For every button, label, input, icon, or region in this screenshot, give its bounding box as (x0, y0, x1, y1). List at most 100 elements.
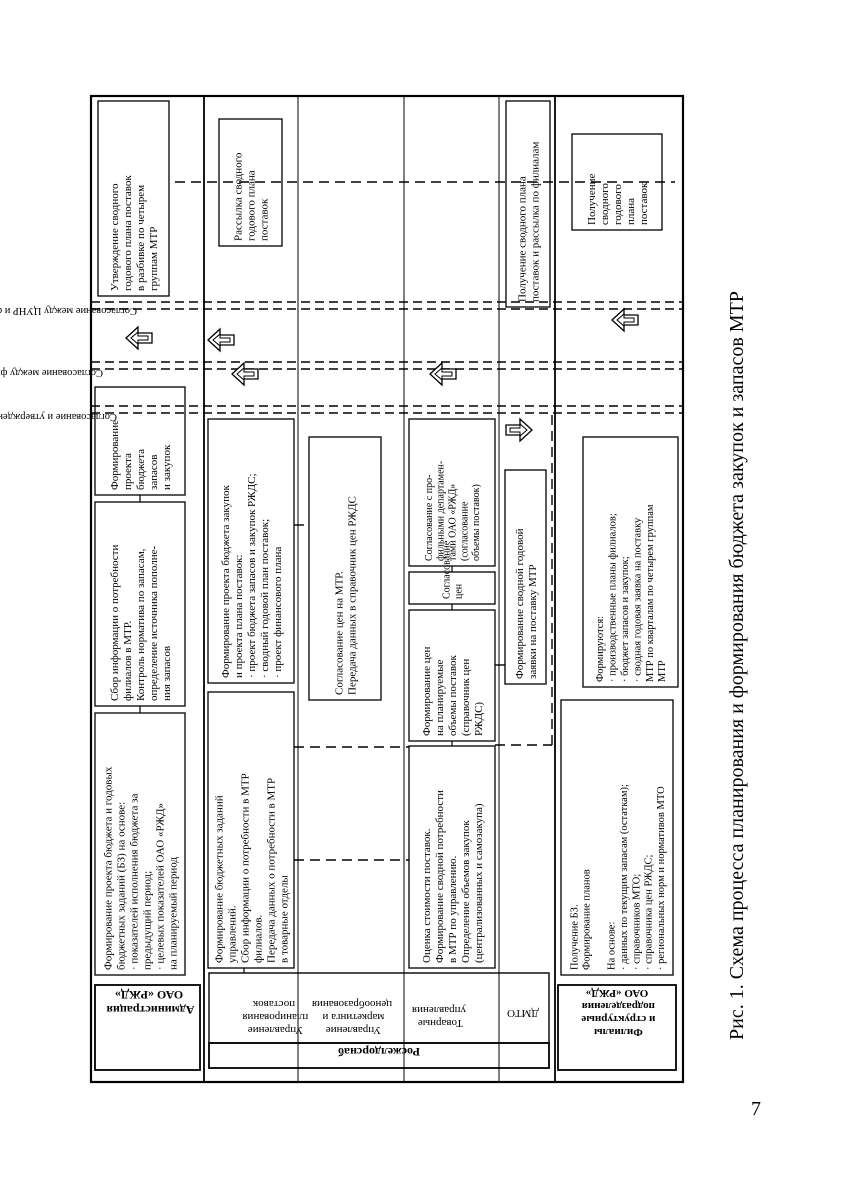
box-line: на планируемые (434, 660, 446, 736)
box-line: в разбивке по четырем (135, 185, 147, 291)
box-line: · справочника цен РЖДС; (644, 855, 655, 970)
lane-text: планирования (242, 1011, 308, 1023)
box-line: тами ОАО «РЖД» (448, 484, 459, 561)
fil-osnova-box (560, 699, 674, 976)
box-line: объемы поставок) (471, 484, 482, 561)
outer-frame (89, 94, 685, 1084)
box-line: Получение сводного плана (516, 176, 528, 302)
lane-text: и структурные (581, 1013, 655, 1025)
box-line: поставок и рассылка по филиалам (529, 142, 541, 302)
lane-upr-plan: Управление планирования поставок (240, 998, 309, 1036)
box-line: Формируются: (595, 616, 606, 682)
box-line: Определение объемов закупок (460, 820, 472, 963)
arrow-icon (505, 418, 533, 442)
box-line: Формирование цен (421, 647, 433, 736)
lane-text: Товарные (418, 1017, 463, 1029)
admin-label-box (94, 984, 201, 1071)
box-line: поставок (258, 198, 270, 241)
figure-caption: Рис. 1. Схема процесса планирования и фо… (726, 291, 756, 1060)
arrow-icon (125, 326, 153, 350)
box-line: · проект бюджета запасов и закупок РЖДС; (246, 473, 258, 678)
filialy-label-box (557, 984, 677, 1071)
box-line: поставок (638, 182, 650, 225)
box-line: и закупок (161, 444, 173, 490)
box-line: · сводная годовая заявка на поставку (632, 517, 643, 682)
box-line: МТР по кварталам по четырем группам (645, 504, 656, 682)
box-line: бюджета (135, 449, 147, 490)
dmto-form-box (504, 469, 547, 685)
box-line: филиалов в МТР. (122, 621, 134, 701)
arrow-icon (611, 308, 639, 332)
box-line: Оценка стоимости поставок. (421, 828, 433, 963)
box-line: · справочников МТО; (631, 874, 642, 970)
box-line: (централизованных и самозакупа) (473, 803, 485, 963)
box-line: · данных по текущим запасам (остаткам); (619, 784, 630, 970)
box-line: в МТР по управлению. (447, 855, 459, 963)
lane-text: управления (412, 1004, 466, 1016)
box-line: Согласование (442, 540, 453, 599)
box-line: Рассылка сводного (232, 152, 244, 241)
lane-admin-line: Администрация (106, 1003, 195, 1017)
caption-text: Рис. 1. Схема процесса планирования и фо… (726, 291, 748, 1040)
plan-proekt-box (207, 418, 295, 684)
arrow-icon (429, 362, 457, 386)
box-line: Согласование с про- (424, 475, 435, 561)
box-line: заявки на поставку МТР (527, 564, 539, 679)
box-line: · сводный годовой план поставок; (259, 519, 271, 678)
box-line: Передача данных в справочник цен РЖДС (346, 496, 358, 695)
box-line: годового плана поставок (122, 175, 134, 291)
lane-upr-mark: Управление маркетинга и ценообразования (312, 998, 392, 1036)
box-line: объемы поставок (447, 655, 459, 736)
box-line: фильными департамен- (436, 461, 447, 561)
lane-text: подразделения (582, 1000, 655, 1012)
lane-admin: Администрация ОАО «РЖД» (103, 988, 194, 1017)
box-line: Сбор информации о потребности (109, 545, 121, 701)
lane-admin-line: ОАО «РЖД» (115, 988, 183, 1002)
lane-dmto: ДМТО (507, 1007, 539, 1019)
box-line: ния запасов (161, 646, 173, 701)
plan-bz-box (207, 691, 295, 969)
box-line: РЖДС) (473, 702, 485, 736)
box-line: годового плана (245, 170, 257, 241)
box-line: Формирование сводной годовой (514, 528, 526, 679)
lane-tovarnye: Товарные управления (412, 1004, 466, 1029)
mark-cen-text: Согласование цен на МТР.Передача данных … (333, 496, 358, 695)
box-line: Формирование проекта бюджета и годовых (102, 766, 114, 970)
svodnyi-plan-box (505, 100, 551, 308)
fil-formir-box (582, 436, 679, 688)
box-line: Согласование цен на МТР. (333, 571, 345, 695)
box-line: · показателей исполнения бюджета за (128, 794, 140, 970)
box-line: предыдущий период; (141, 871, 153, 970)
lane-text: ОАО «РЖД» (586, 987, 649, 999)
fil-formir-text: Формируются:· производственные планы фил… (595, 504, 668, 682)
arrow-icon (207, 328, 235, 352)
lane-text: поставок (252, 998, 295, 1010)
roszheldorsnab-label-box (208, 1042, 550, 1069)
box-line: Формирование бюджетных заданий (213, 795, 225, 963)
box-line: определение источника пополне- (148, 545, 160, 701)
box-line: Формирование планов (582, 869, 593, 970)
arrow-icon (231, 362, 259, 386)
tov-soglas-prof-text: Согласование с про-фильными департамен-т… (424, 461, 482, 561)
lane-text: Управление (326, 1024, 381, 1036)
lane-text: Управление (248, 1024, 303, 1036)
box-line: в товарные отделы (278, 875, 290, 963)
lane-filialy: Филиалы и структурные подразделения ОАО … (579, 987, 656, 1038)
box-line: сводного (599, 183, 611, 225)
box-line: Формирование проекта бюджета закупок (220, 485, 232, 678)
box-line: · проект финансового плана (272, 547, 284, 678)
box-line: Сбор информации о потребности в МТР (239, 773, 251, 963)
page-number: 7 (751, 1098, 761, 1120)
box-line: проекта (122, 453, 134, 490)
